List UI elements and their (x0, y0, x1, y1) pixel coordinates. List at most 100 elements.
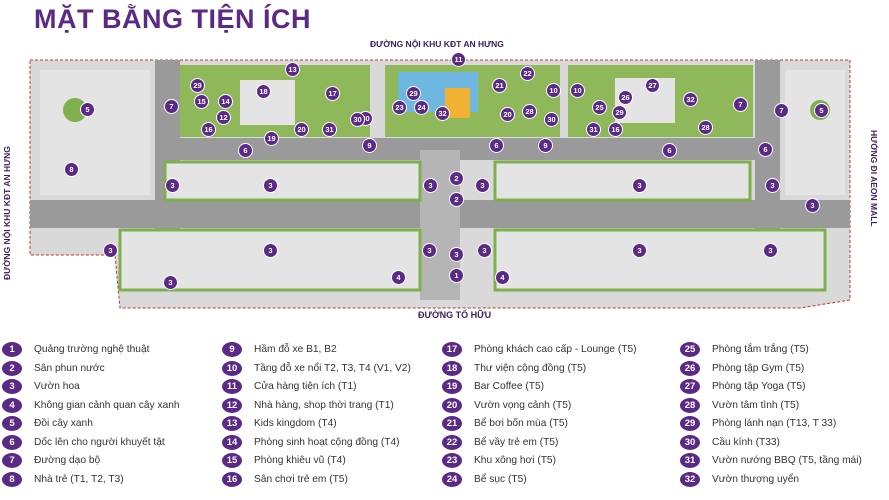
map-marker[interactable]: 3 (103, 243, 118, 258)
map-marker[interactable]: 6 (238, 143, 253, 158)
legend-number-badge: 1 (2, 342, 22, 357)
map-marker[interactable]: 20 (294, 122, 309, 137)
map-marker[interactable]: 21 (492, 78, 507, 93)
legend-number-badge: 3 (2, 379, 22, 394)
legend-number-badge: 28 (680, 397, 700, 413)
map-marker[interactable]: 9 (362, 138, 377, 153)
legend-label: Tầng đỗ xe nổi T2, T3, T4 (V1, V2) (254, 362, 411, 374)
legend-number-badge: 23 (442, 453, 462, 468)
legend-label: Đường dạo bộ (34, 455, 101, 466)
map-marker[interactable]: 28 (698, 120, 713, 135)
map-marker[interactable]: 15 (194, 94, 209, 109)
map-marker[interactable]: 20 (500, 107, 515, 122)
map-marker[interactable]: 25 (592, 100, 607, 115)
map-marker[interactable]: 32 (683, 92, 698, 107)
map-marker[interactable]: 17 (325, 86, 340, 101)
map-marker[interactable]: 9 (538, 138, 553, 153)
map-marker[interactable]: 16 (608, 122, 623, 137)
map-marker[interactable]: 3 (477, 243, 492, 258)
site-plan-map: 11 22 21 29 23 24 32 30 10 20 28 29 15 1… (20, 50, 860, 312)
map-marker[interactable]: 23 (392, 100, 407, 115)
map-marker[interactable]: 3 (263, 178, 278, 193)
map-marker[interactable]: 26 (618, 90, 633, 105)
map-marker[interactable]: 2 (449, 192, 464, 207)
legend-label: Phòng tập Gym (T5) (712, 362, 805, 374)
rowhouse-block-2 (493, 160, 752, 202)
map-marker[interactable]: 22 (520, 66, 535, 81)
legend-number-badge: 5 (2, 416, 22, 431)
legend-number-badge: 16 (222, 471, 242, 487)
map-marker[interactable]: 6 (489, 138, 504, 153)
map-marker[interactable]: 4 (495, 270, 510, 285)
map-marker[interactable]: 3 (423, 178, 438, 193)
map-marker[interactable]: 7 (164, 99, 179, 114)
legend-number-badge: 12 (222, 397, 242, 413)
legend-number-badge: 14 (222, 434, 242, 450)
map-marker[interactable]: 5 (814, 103, 829, 118)
map-marker[interactable]: 3 (805, 198, 820, 213)
map-marker[interactable]: 14 (218, 94, 233, 109)
map-marker[interactable]: 13 (285, 62, 300, 77)
road-label-left: ĐƯỜNG NỘI KHU KĐT AN HƯNG (2, 146, 12, 280)
map-marker[interactable]: 3 (163, 275, 178, 290)
legend-label: Phòng khách cao cấp - Lounge (T5) (474, 344, 637, 355)
map-marker[interactable]: 3 (422, 243, 437, 258)
legend-item: 28 Vườn tâm tình (T5) (680, 396, 799, 415)
map-marker[interactable]: 10 (546, 83, 561, 98)
map-marker[interactable]: 5 (80, 102, 95, 117)
map-marker[interactable]: 30 (544, 112, 559, 127)
map-marker[interactable]: 4 (391, 270, 406, 285)
road-label-top: ĐƯỜNG NỘI KHU KĐT AN HƯNG (370, 39, 504, 49)
map-marker[interactable]: 6 (662, 143, 677, 158)
map-marker[interactable]: 3 (263, 243, 278, 258)
legend-item: 10 Tầng đỗ xe nổi T2, T3, T4 (V1, V2) (222, 359, 411, 378)
legend-label: Vườn tâm tình (T5) (712, 399, 800, 411)
map-marker[interactable]: 24 (414, 100, 429, 115)
map-marker[interactable]: 19 (264, 131, 279, 146)
legend-number-badge: 30 (680, 434, 700, 450)
north-road (160, 138, 760, 160)
legend-number-badge: 27 (680, 379, 700, 394)
legend-label: Bar Coffee (T5) (474, 381, 545, 392)
map-marker[interactable]: 29 (190, 78, 205, 93)
legend-label: Nhà trẻ (T1, T2, T3) (34, 473, 124, 485)
legend-number-badge: 10 (222, 360, 242, 376)
map-marker[interactable]: 3 (449, 247, 464, 262)
map-marker[interactable]: 3 (632, 178, 647, 193)
map-marker[interactable]: 3 (763, 243, 778, 258)
map-marker[interactable]: 31 (586, 122, 601, 137)
map-marker[interactable]: 27 (645, 78, 660, 93)
map-marker[interactable]: 18 (256, 84, 271, 99)
legend-label: Vườn thượng uyển (712, 473, 800, 485)
map-marker[interactable]: 31 (322, 122, 337, 137)
map-marker[interactable]: 3 (765, 178, 780, 193)
legend-label: Kids kingdom (T4) (254, 418, 337, 429)
map-marker[interactable]: 2 (449, 171, 464, 186)
map-marker[interactable]: 29 (612, 105, 627, 120)
map-marker[interactable]: 30 (350, 112, 365, 127)
map-marker[interactable]: 16 (201, 122, 216, 137)
legend-label: Quảng trường nghệ thuật (34, 344, 150, 355)
map-marker[interactable]: 3 (632, 243, 647, 258)
map-marker[interactable]: 32 (435, 106, 450, 121)
map-marker[interactable]: 10 (570, 83, 585, 98)
map-marker[interactable]: 8 (64, 162, 79, 177)
legend-number-badge: 22 (442, 434, 462, 450)
map-marker[interactable]: 6 (758, 142, 773, 157)
map-marker[interactable]: 11 (451, 52, 466, 67)
map-marker[interactable]: 29 (406, 86, 421, 101)
map-marker[interactable]: 7 (774, 103, 789, 118)
map-marker[interactable]: 3 (475, 178, 490, 193)
map-marker[interactable]: 12 (216, 110, 231, 125)
map-marker[interactable]: 1 (449, 268, 464, 283)
map-marker[interactable]: 3 (165, 178, 180, 193)
legend-label: Sân phun nước (34, 362, 105, 374)
map-marker[interactable]: 28 (522, 104, 537, 119)
map-marker[interactable]: 7 (733, 97, 748, 112)
